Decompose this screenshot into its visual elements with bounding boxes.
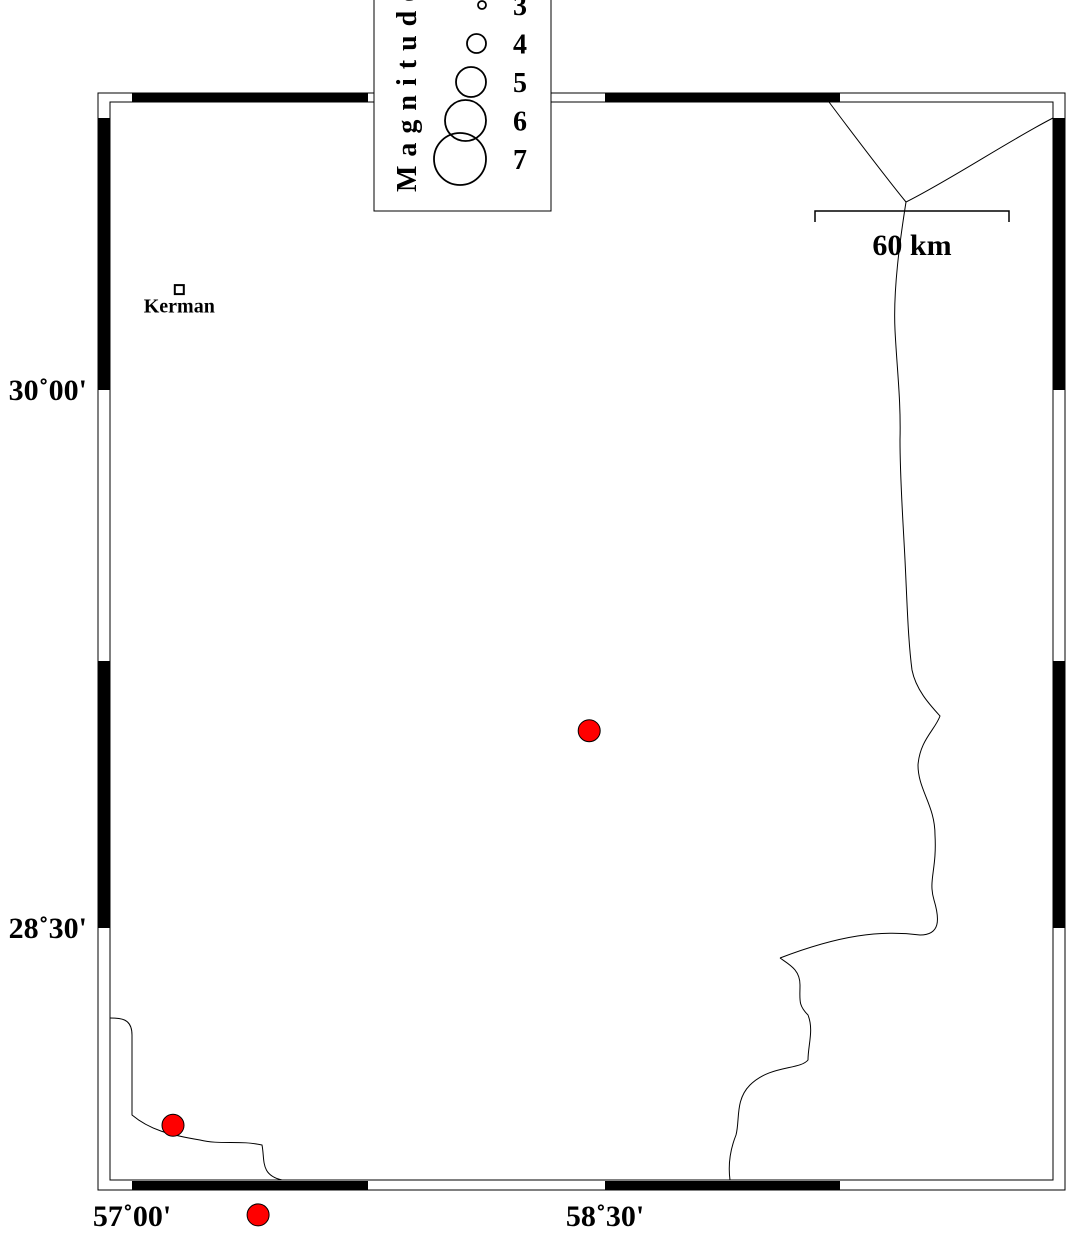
magnitude-legend: Magnitude 3 4 5 6 7 xyxy=(373,0,552,212)
eastern-border-line xyxy=(779,201,941,959)
legend-circle-7 xyxy=(433,132,487,186)
frame-bar-right-0 xyxy=(1053,118,1065,390)
outer-frame-line xyxy=(97,92,1066,1191)
legend-box xyxy=(373,0,552,212)
southwest-coast-line xyxy=(109,1017,283,1181)
legend-circle-4 xyxy=(466,33,487,54)
lon-label-57-00: 57˚00' xyxy=(93,1200,171,1229)
epicenter-marker xyxy=(161,1113,185,1137)
northeast-border-line-2 xyxy=(905,117,1054,203)
southeast-border-line xyxy=(728,957,812,1181)
frame-bar-bottom-1 xyxy=(605,1181,840,1190)
legend-entries: 3 4 5 6 7 xyxy=(433,0,527,186)
frame-bar-left-1 xyxy=(98,661,110,928)
scale-bar-line xyxy=(814,210,1010,222)
legend-label-7: 7 xyxy=(513,145,527,176)
frame-bar-right-1 xyxy=(1053,661,1065,928)
city-marker: Kerman xyxy=(144,284,215,318)
frame-bar-top-0 xyxy=(132,93,368,102)
legend-label-4: 4 xyxy=(513,30,527,61)
scale-bar: 60 km xyxy=(814,210,1010,262)
inner-frame-line xyxy=(109,101,1054,1181)
northeast-border-line xyxy=(828,101,907,203)
frame-bar-left-0 xyxy=(98,118,110,390)
epicenter-marker xyxy=(577,719,601,743)
legend-circle-6 xyxy=(444,99,487,142)
map-frame xyxy=(97,92,1066,1191)
axis-labels: 30˚00' 28˚30' 57˚00' 58˚30' xyxy=(9,374,644,1233)
city-square-icon xyxy=(173,284,185,296)
frame-checker-bars xyxy=(98,93,1065,1190)
legend-label-5: 5 xyxy=(513,68,527,99)
legend-label-3: 3 xyxy=(513,0,527,22)
frame-bar-bottom-0 xyxy=(132,1181,368,1190)
legend-circle-5 xyxy=(455,66,487,98)
city-label: Kerman xyxy=(144,296,215,318)
epicenter-layer xyxy=(161,719,601,1227)
epicenter-marker xyxy=(246,1203,270,1227)
legend-circle-3 xyxy=(477,0,487,10)
lon-label-58-30: 58˚30' xyxy=(566,1200,644,1229)
legend-label-6: 6 xyxy=(513,107,527,138)
lat-label-30-00: 30˚00' xyxy=(9,374,87,407)
scale-bar-label: 60 km xyxy=(872,229,951,262)
frame-bar-top-1 xyxy=(605,93,840,102)
lat-label-28-30: 28˚30' xyxy=(9,912,87,945)
legend-title: Magnitude xyxy=(392,0,423,192)
boundary-lines xyxy=(109,101,1054,1181)
